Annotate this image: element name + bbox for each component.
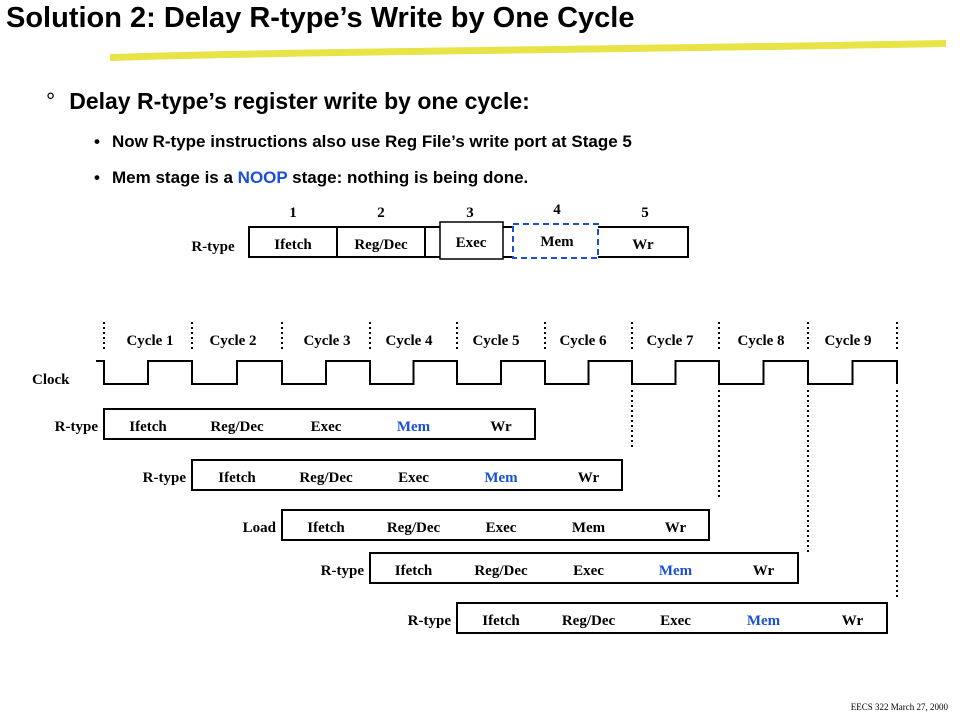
bullet-dot: • <box>94 168 100 187</box>
cycle-label: Cycle 8 <box>737 333 784 349</box>
stage-label: Mem <box>540 234 574 250</box>
stage-label: Ifetch <box>482 613 520 629</box>
pipeline-row: R-type Ifetch Reg/Dec Exec Mem Wr <box>55 408 536 440</box>
cycle-label: Cycle 6 <box>559 333 607 349</box>
bullet-dot: • <box>94 132 100 151</box>
cycle-label: Cycle 3 <box>303 333 350 349</box>
stage-label: Wr <box>753 563 775 579</box>
cycle-label: Cycle 5 <box>472 333 519 349</box>
instruction-box <box>456 602 888 634</box>
cycle-grid: Cycle 1 Cycle 2 Cycle 3 Cycle 4 Cycle 5 Cycle… <box>103 322 898 600</box>
sub-bullet-text-pre: Mem stage is a <box>112 168 238 187</box>
exec-stage-box <box>439 221 504 260</box>
stage-label: Reg/Dec <box>562 613 616 629</box>
instruction-label: R-type <box>408 613 452 629</box>
stage-label: Ifetch <box>274 237 312 253</box>
instruction-box <box>281 509 710 541</box>
cycle-label: Cycle 2 <box>209 333 256 349</box>
instruction-label: R-type <box>321 563 365 579</box>
stage-label: Ifetch <box>395 563 433 579</box>
mem-noop-box <box>512 223 599 259</box>
stage-label: Reg/Dec <box>299 470 353 486</box>
stage-number: 5 <box>641 205 649 221</box>
sub-bullet-text: Now R-type instructions also use Reg Fil… <box>112 132 632 151</box>
stage-number: 2 <box>377 205 385 221</box>
instruction-label: Load <box>243 520 277 536</box>
sub-bullet-1: • Now R-type instructions also use Reg Fi… <box>94 132 632 152</box>
stage-label: Wr <box>490 419 512 435</box>
stage-label: Ifetch <box>307 520 345 536</box>
stage-label: Ifetch <box>218 470 256 486</box>
instruction-box <box>191 459 623 491</box>
stage-label: Mem <box>572 520 606 536</box>
cycle-label: Cycle 1 <box>126 333 173 349</box>
stage-diagram-label: R-type <box>191 239 235 255</box>
clock-label: Clock <box>32 372 70 388</box>
instruction-box <box>369 552 799 584</box>
noop-highlight: NOOP <box>237 168 288 187</box>
main-bullet-text: Delay R-type’s register write by one cyc… <box>69 88 530 114</box>
sub-bullet-text-post: stage: nothing is being done. <box>287 168 529 187</box>
pipeline-row: R-type Ifetch Reg/Dec Exec Mem Wr <box>321 552 799 584</box>
stage-label: Reg/Dec <box>210 419 264 435</box>
main-bullet: ° Delay R-type’s register write by one cy… <box>46 88 530 115</box>
stage-label: Wr <box>578 470 600 486</box>
stage-label: Exec <box>398 470 429 486</box>
instruction-label: R-type <box>143 470 187 486</box>
stage-number: 3 <box>466 205 474 221</box>
stage-label: Exec <box>573 563 604 579</box>
stage-label: Wr <box>842 613 864 629</box>
cycle-label: Cycle 4 <box>385 333 433 349</box>
slide-title: Solution 2: Delay R-type’s Write by One … <box>6 2 635 34</box>
instruction-box <box>103 408 536 440</box>
title-underline-highlight <box>110 40 946 61</box>
footer-text: EECS 322 March 27, 2000 <box>850 702 948 712</box>
clock-waveform: Clock <box>32 360 898 388</box>
clock-signal <box>96 360 898 385</box>
pipeline-row: R-type Ifetch Reg/Dec Exec Mem Wr <box>408 602 888 634</box>
instruction-label: R-type <box>55 419 99 435</box>
mem-stage-label-highlighted: Mem <box>747 613 781 629</box>
stage-label: Exec <box>660 613 691 629</box>
bullet-symbol: ° <box>46 88 56 114</box>
stage-label: Exec <box>486 520 517 536</box>
stage-number: 1 <box>289 205 297 221</box>
cycle-label: Cycle 7 <box>646 333 694 349</box>
stage-label: Reg/Dec <box>387 520 441 536</box>
cycle-label: Cycle 9 <box>824 333 871 349</box>
mem-stage-label-highlighted: Mem <box>659 563 693 579</box>
mem-stage-label-highlighted: Mem <box>397 419 431 435</box>
stage-diagram: R-type Ifetch Reg/Dec Exec Mem Wr 1 2 3 4 5 <box>191 202 689 260</box>
stage-label: Exec <box>456 235 487 251</box>
stage-label: Wr <box>665 520 687 536</box>
stage-label: Ifetch <box>129 419 167 435</box>
stage-label: Reg/Dec <box>474 563 528 579</box>
mem-stage-label-highlighted: Mem <box>484 470 518 486</box>
pipeline-row: R-type Ifetch Reg/Dec Exec Mem Wr <box>143 459 623 491</box>
stage-number: 4 <box>553 202 561 218</box>
stage-label: Wr <box>632 237 654 253</box>
sub-bullet-2: • Mem stage is a NOOP stage: nothing is b… <box>94 168 528 188</box>
pipeline-row: Load Ifetch Reg/Dec Exec Mem Wr <box>243 509 710 541</box>
stage-label: Reg/Dec <box>354 237 408 253</box>
stage-label: Exec <box>311 419 342 435</box>
